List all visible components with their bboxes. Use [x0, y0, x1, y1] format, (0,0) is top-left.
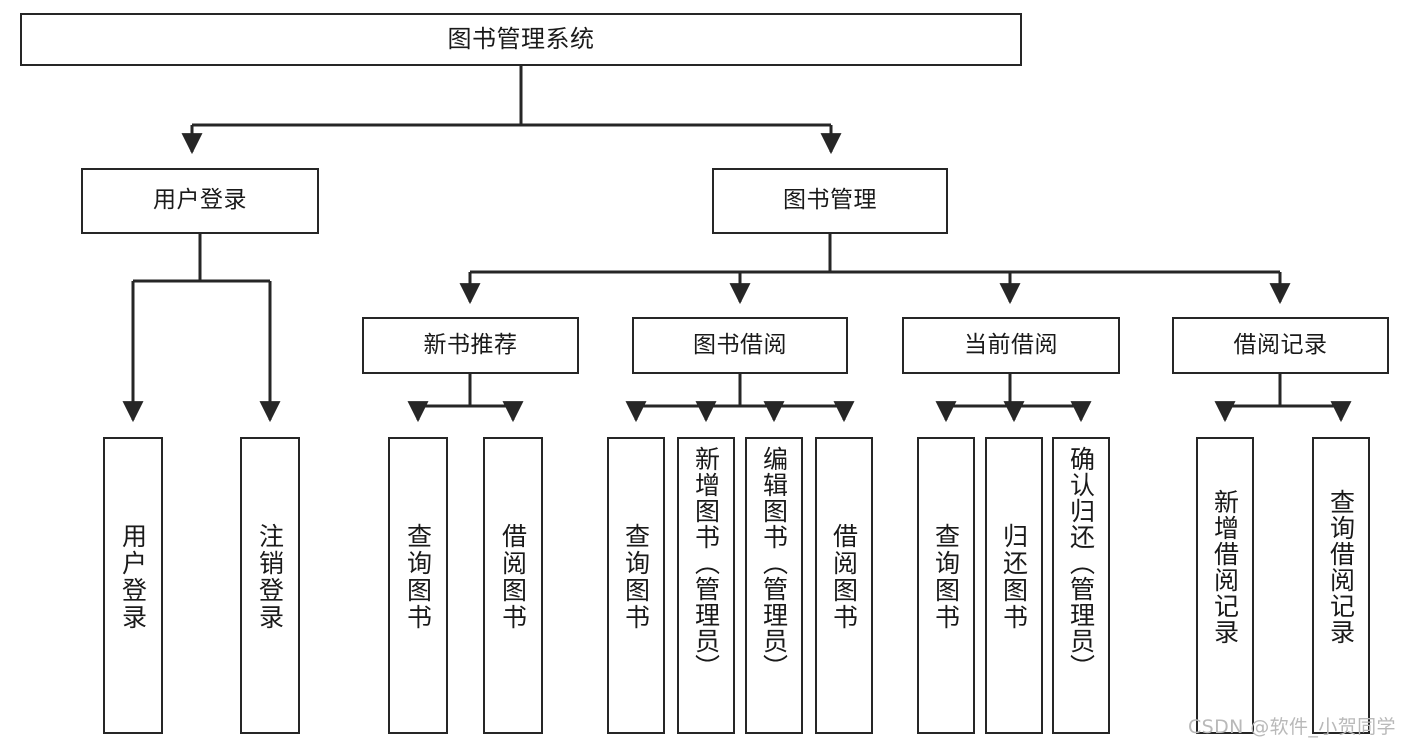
node-book-borrow-label: 图书借阅	[693, 331, 787, 358]
node-leaf-return-book[interactable]: 归还图书	[985, 437, 1043, 734]
node-leaf-add-book[interactable]: 新增图书（管理员）	[677, 437, 735, 734]
node-leaf-user-logout[interactable]: 注销登录	[240, 437, 300, 734]
node-current-borrow-label: 当前借阅	[964, 331, 1058, 358]
node-root-label: 图书管理系统	[447, 25, 595, 54]
node-book-manage-label: 图书管理	[783, 187, 877, 214]
node-new-book-recommend-label: 新书推荐	[423, 331, 518, 358]
node-current-borrow[interactable]: 当前借阅	[902, 317, 1120, 374]
node-leaf-edit-book[interactable]: 编辑图书（管理员）	[745, 437, 803, 734]
node-leaf-edit-book-label: 编辑图书（管理员）	[759, 446, 789, 680]
node-leaf-borrow-book-1-label: 借阅图书	[498, 523, 528, 631]
watermark-text: CSDN @软件_小贺同学	[1188, 716, 1396, 738]
node-leaf-query-book-1-label: 查询图书	[403, 523, 433, 631]
node-leaf-add-record-label: 新增借阅记录	[1210, 489, 1240, 645]
node-user-login[interactable]: 用户登录	[81, 168, 319, 234]
node-root[interactable]: 图书管理系统	[20, 13, 1022, 66]
node-leaf-query-book-3[interactable]: 查询图书	[917, 437, 975, 734]
node-leaf-add-record[interactable]: 新增借阅记录	[1196, 437, 1254, 734]
node-leaf-user-login[interactable]: 用户登录	[103, 437, 163, 734]
node-leaf-query-record-label: 查询借阅记录	[1326, 489, 1356, 645]
node-leaf-user-login-label: 用户登录	[118, 523, 148, 631]
node-leaf-query-record[interactable]: 查询借阅记录	[1312, 437, 1370, 734]
node-new-book-recommend[interactable]: 新书推荐	[362, 317, 579, 374]
node-leaf-query-book-3-label: 查询图书	[931, 523, 961, 631]
node-leaf-confirm-return-label: 确认归还（管理员）	[1066, 446, 1096, 680]
node-leaf-query-book-2[interactable]: 查询图书	[607, 437, 665, 734]
node-leaf-query-book-1[interactable]: 查询图书	[388, 437, 448, 734]
node-leaf-confirm-return[interactable]: 确认归还（管理员）	[1052, 437, 1110, 734]
node-user-login-label: 用户登录	[153, 187, 247, 214]
node-leaf-add-book-label: 新增图书（管理员）	[691, 446, 721, 680]
node-book-borrow[interactable]: 图书借阅	[632, 317, 848, 374]
node-leaf-return-book-label: 归还图书	[999, 523, 1029, 631]
node-borrow-record-label: 借阅记录	[1233, 331, 1328, 358]
node-leaf-borrow-book-2[interactable]: 借阅图书	[815, 437, 873, 734]
node-leaf-borrow-book-1[interactable]: 借阅图书	[483, 437, 543, 734]
node-borrow-record[interactable]: 借阅记录	[1172, 317, 1389, 374]
node-leaf-query-book-2-label: 查询图书	[621, 523, 651, 631]
node-leaf-borrow-book-2-label: 借阅图书	[829, 523, 859, 631]
node-leaf-user-logout-label: 注销登录	[255, 523, 285, 631]
node-book-manage[interactable]: 图书管理	[712, 168, 948, 234]
